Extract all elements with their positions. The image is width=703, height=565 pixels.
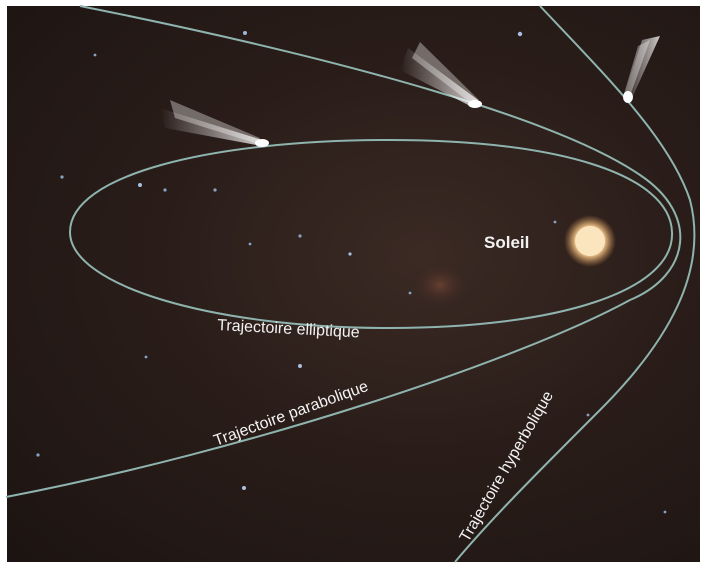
- comet-hyperbolic: [623, 36, 660, 103]
- comet-parabolic: [400, 42, 482, 108]
- hyperbolic-label: Trajectoire hyperbolique: [457, 388, 557, 545]
- hyperbolic-orbit-line: [454, 5, 696, 563]
- comet-elliptic: [160, 100, 269, 147]
- parabolic-label: Trajectoire parabolique: [212, 378, 371, 450]
- night-sky-background: [7, 6, 700, 562]
- elliptic-label: Trajectoire elliptique: [217, 317, 360, 341]
- sun-label: Soleil: [484, 233, 529, 252]
- sun: [564, 215, 616, 267]
- stars: [36, 31, 667, 514]
- elliptic-orbit-line: [68, 138, 674, 330]
- parabolic-orbit-line: [5, 5, 682, 498]
- nebula-glow: [412, 263, 468, 307]
